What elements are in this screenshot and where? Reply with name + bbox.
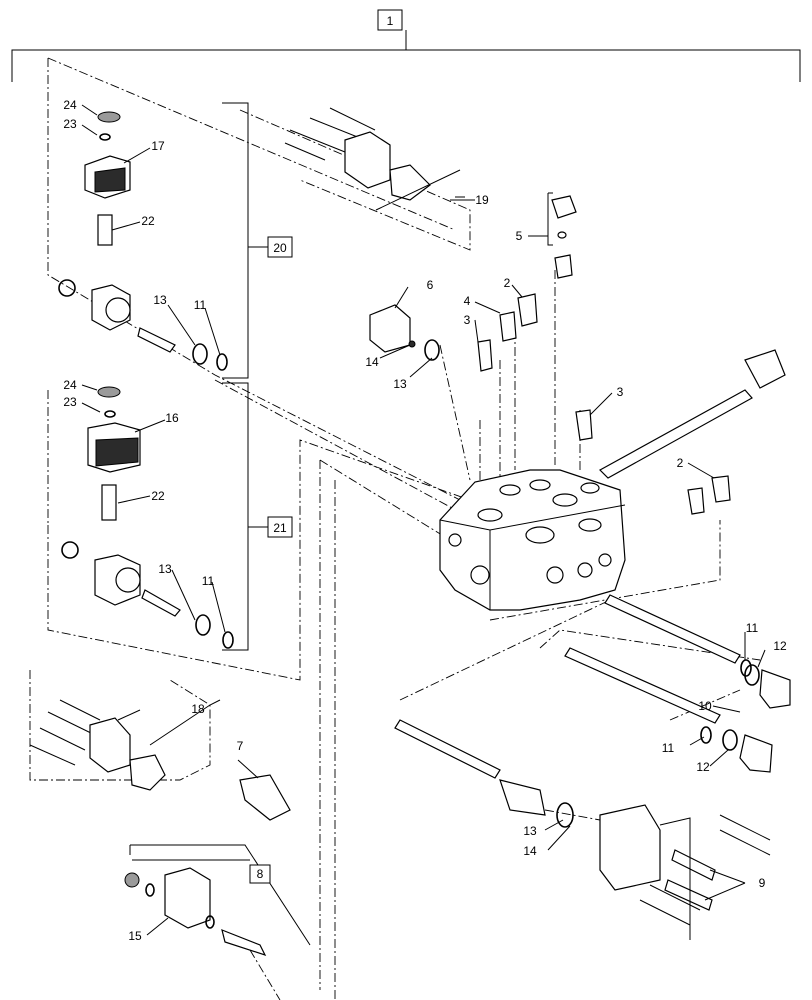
callout-14-lower: 14 bbox=[523, 844, 537, 858]
callout-13-lower: 13 bbox=[523, 824, 537, 838]
callout-14-top: 14 bbox=[365, 355, 379, 369]
callout-13-top: 13 bbox=[153, 293, 167, 307]
callout-11-top: 11 bbox=[194, 298, 207, 312]
callout-13-right: 13 bbox=[393, 377, 407, 391]
callout-24-top: 24 bbox=[63, 98, 77, 112]
callout-17: 17 bbox=[151, 139, 165, 153]
callout-11-lower: 11 bbox=[662, 741, 675, 755]
callout-10: 10 bbox=[698, 699, 712, 713]
part-8 bbox=[124, 844, 311, 957]
callout-2-mid: 2 bbox=[677, 456, 684, 470]
spool-middle bbox=[564, 594, 791, 773]
callout-21: 21 bbox=[273, 521, 287, 535]
spool-lower bbox=[394, 719, 574, 828]
callout-20: 20 bbox=[273, 241, 287, 255]
callout-19: 19 bbox=[475, 193, 489, 207]
callout-23-top: 23 bbox=[63, 117, 77, 131]
callout-15: 15 bbox=[128, 929, 142, 943]
callout-11-right: 11 bbox=[746, 621, 759, 635]
callout-2-top: 2 bbox=[504, 276, 511, 290]
callout-12-right: 12 bbox=[773, 639, 787, 653]
part-7 bbox=[239, 774, 291, 821]
callout-13-mid: 13 bbox=[158, 562, 172, 576]
callout-3-mid: 3 bbox=[617, 385, 624, 399]
valve-body bbox=[439, 469, 626, 611]
part-6 bbox=[369, 304, 440, 361]
callout-18: 18 bbox=[191, 702, 205, 716]
callout-labels: 24 23 17 22 13 11 20 24 23 16 22 21 13 1… bbox=[63, 98, 787, 943]
callout-7: 7 bbox=[237, 739, 244, 753]
solenoid-assembly-21 bbox=[61, 386, 234, 649]
callout-24-mid: 24 bbox=[63, 378, 77, 392]
part-19 bbox=[284, 107, 431, 201]
right-block bbox=[599, 804, 771, 926]
callout-3-top: 3 bbox=[464, 313, 471, 327]
callout-4: 4 bbox=[464, 294, 471, 308]
callout-5: 5 bbox=[516, 229, 523, 243]
callout-22-mid: 22 bbox=[151, 489, 165, 503]
part-18 bbox=[29, 699, 166, 791]
callout-6: 6 bbox=[427, 278, 434, 292]
spool-upper bbox=[599, 349, 786, 479]
callout-11-mid: 11 bbox=[202, 574, 215, 588]
callout-8: 8 bbox=[257, 867, 264, 881]
solenoid-assembly-20 bbox=[58, 111, 228, 371]
assembly-bracket: 1 bbox=[11, 9, 801, 82]
brackets-side bbox=[132, 102, 691, 940]
leader-lines bbox=[81, 104, 766, 936]
callout-9: 9 bbox=[759, 876, 766, 890]
callout-22-top: 22 bbox=[141, 214, 155, 228]
callout-1: 1 bbox=[387, 14, 394, 28]
callout-16: 16 bbox=[165, 411, 179, 425]
plugs bbox=[477, 293, 731, 515]
callout-23-mid: 23 bbox=[63, 395, 77, 409]
callout-12-lower: 12 bbox=[696, 760, 710, 774]
part-5 bbox=[551, 195, 577, 279]
